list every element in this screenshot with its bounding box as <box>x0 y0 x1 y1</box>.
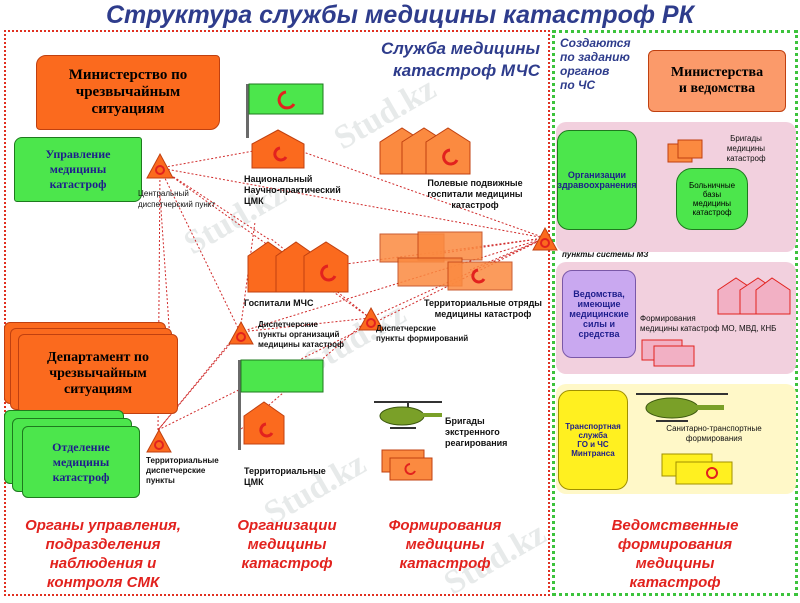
dispatch-org-icon <box>228 320 254 345</box>
transport-service-label: Транспортная служба ГО и ЧС Минтранса <box>565 422 621 458</box>
brigades-icon <box>667 139 703 163</box>
central-dispatch-label: Центральный диспетчерский пункт <box>138 189 216 209</box>
flag-icon <box>246 83 324 138</box>
ministry-box: Министерство по чрезвычайным ситуациям <box>36 55 220 130</box>
rapid-brigades-label: Бригады экстренного реагирования <box>445 416 508 448</box>
dispatch-formations-label: Диспетчерские пункты формирований <box>376 324 469 343</box>
ministry-label: Министерство по чрезвычайным ситуациям <box>68 67 188 117</box>
territorial-dispatch-label: Территориальные диспетчерские пункты <box>146 456 219 485</box>
transport-kits-icon <box>661 453 733 485</box>
hospital-bases-label: Больничные базы медицины катастроф <box>688 181 736 217</box>
service-heading: Служба медицины катастроф МЧС <box>380 39 540 80</box>
department-box: Департамент по чрезвычайным ситуациям <box>18 334 178 414</box>
territorial-cmk-icon <box>238 359 324 450</box>
page-title: Структура службы медицины катастроф РК <box>106 1 694 29</box>
transport-service-box: Транспортная служба ГО и ЧС Минтранса <box>558 390 628 490</box>
transport-helicopter-icon <box>636 393 728 422</box>
bottom-caption-4: Ведомственные формирования медицины ката… <box>611 517 739 591</box>
transport-formations-label: Санитарно-транспортные формирования <box>666 424 762 443</box>
formations-label: Формирования медицины катастроф МО, МВД,… <box>640 314 777 333</box>
management-label: Управление медицины катастроф <box>45 147 111 191</box>
ministries-label: Министерства и ведомства <box>670 65 764 96</box>
formations-kits-icon <box>641 339 695 367</box>
health-orgs-box: Организации здравоохранения <box>557 130 637 230</box>
branch-label: Отделение медицины катастроф <box>52 439 110 484</box>
territorial-cmk-label: Территориальные ЦМК <box>244 466 326 487</box>
bottom-caption-2: Организации медицины катастроф <box>237 517 337 572</box>
ministries-box: Министерства и ведомства <box>648 50 786 112</box>
territorial-detachments-label: Территориальные отряды медицины катастро… <box>424 298 542 319</box>
dispatch-mz-icon <box>532 226 558 251</box>
rapid-brigades-kits-icon <box>381 449 433 481</box>
agencies-label: Ведомства, имеющие медицинские силы и ср… <box>569 289 629 339</box>
dispatch-org-label: Диспетчерские пункты организаций медицин… <box>258 320 345 349</box>
field-hospitals-icon <box>379 127 471 175</box>
bottom-caption-3: Формирования медицины катастроф <box>388 517 502 572</box>
field-hospitals-label: Полевые подвижные госпитали медицины кат… <box>427 178 523 210</box>
dispatch-formations-icon <box>358 306 384 331</box>
bottom-caption-1: Органы управления, подразделения наблюде… <box>25 517 181 591</box>
national-center-label: Национальный Научно-практический ЦМК <box>244 174 341 206</box>
management-box: Управление медицины катастроф <box>14 137 142 202</box>
formations-icon <box>717 277 791 315</box>
territorial-dispatch-icon <box>146 428 172 453</box>
health-orgs-label: Организации здравоохранения <box>557 170 637 190</box>
ministries-region-frame <box>552 30 798 596</box>
mchs-hospitals-label: Госпитали МЧС <box>244 298 314 308</box>
agencies-box: Ведомства, имеющие медицинские силы и ср… <box>562 270 636 358</box>
territorial-detachments-icon <box>379 231 513 291</box>
national-center-icon <box>251 129 305 169</box>
department-label: Департамент по чрезвычайным ситуациям <box>47 350 149 397</box>
created-note: Создаются по заданию органов по ЧС <box>560 36 631 92</box>
brigades-label: Бригады медицины катастроф <box>726 134 766 163</box>
helicopter-icon <box>374 401 442 429</box>
mchs-region-frame <box>4 30 550 596</box>
central-dispatch-icon <box>146 152 174 179</box>
hospital-bases-box: Больничные базы медицины катастроф <box>676 168 748 230</box>
mchs-hospitals-icon <box>247 241 349 293</box>
branch-box: Отделение медицины катастроф <box>22 426 140 498</box>
